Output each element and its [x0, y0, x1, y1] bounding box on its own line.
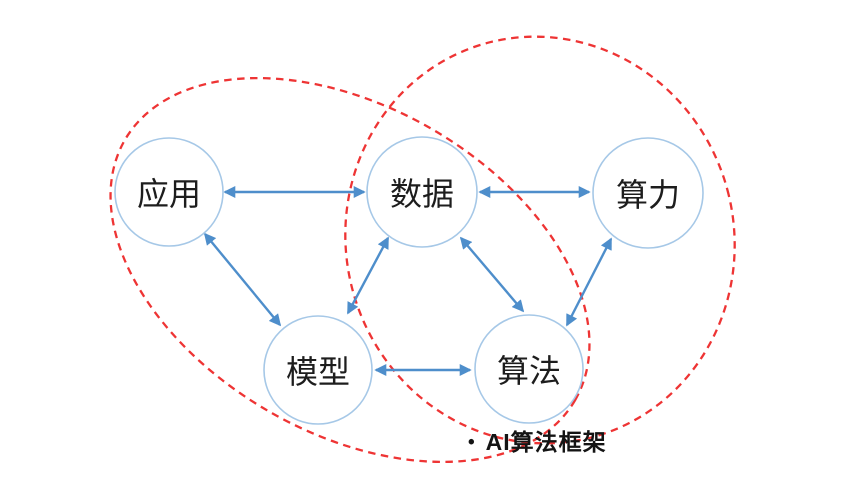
node-algorithm-label: 算法 [497, 353, 561, 389]
node-data-circle [366, 136, 478, 248]
node-data-label: 数据 [390, 176, 454, 212]
node-application-label: 应用 [137, 176, 201, 212]
edge-algorithm-computing-power-arrow [565, 237, 613, 327]
edge-application-model-arrow [203, 232, 282, 327]
node-algorithm-circle [474, 314, 584, 424]
node-application-circle [114, 137, 224, 247]
node-computing-power-circle [592, 137, 704, 249]
node-model-label: 模型 [286, 354, 350, 390]
node-model-circle [263, 315, 373, 425]
caption: • AI算法框架 [468, 423, 607, 457]
edge-data-model-arrow [346, 236, 390, 315]
node-computing-power-label: 算力 [616, 177, 680, 213]
caption-text: AI算法框架 [485, 429, 607, 455]
caption-bullet: • [468, 432, 476, 453]
edge-data-algorithm-arrow [459, 236, 525, 313]
left-group-dashed-ellipse [109, 76, 591, 464]
